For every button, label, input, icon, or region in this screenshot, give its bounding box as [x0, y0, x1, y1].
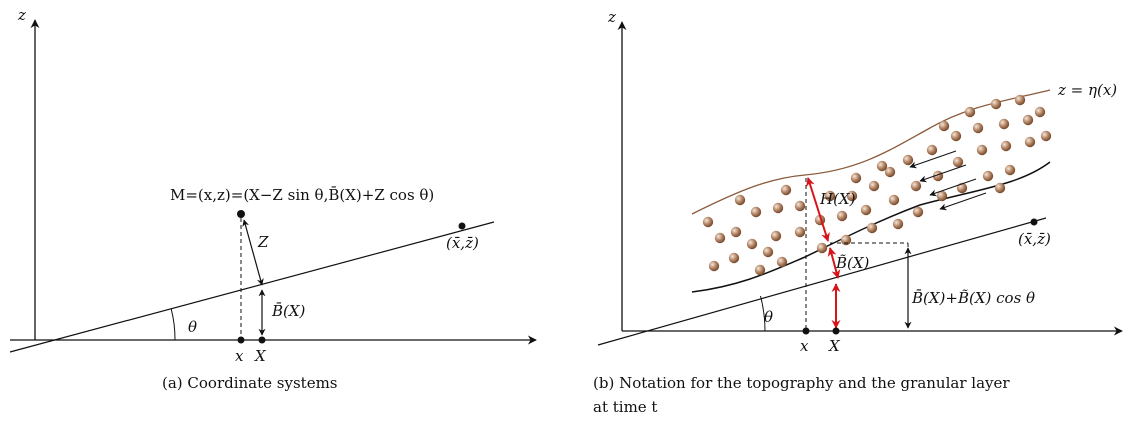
grain [950, 130, 962, 142]
grain [956, 182, 968, 194]
grain [998, 118, 1010, 130]
grain [1004, 164, 1016, 176]
point-M-label: M=(x,z)=(X−Z sin θ,B̄(X)+Z cos θ) [170, 186, 434, 204]
z-axis-label-b: z [607, 8, 616, 26]
sum-label: B̄(X)+B̃(X) cos θ [911, 289, 1035, 307]
grain [754, 264, 766, 276]
flow-arrow-3 [929, 178, 977, 197]
theta-label: θ [188, 318, 197, 336]
caption-a: (a) Coordinate systems [162, 374, 338, 392]
grain [876, 160, 888, 172]
theta-arc [170, 308, 176, 341]
grain [926, 144, 938, 156]
grain [910, 180, 922, 192]
grain [1000, 140, 1012, 152]
panel-a: z θ M=(x,z)=(X−Z sin θ,B̄(X)+Z cos θ) Z … [9, 6, 537, 392]
grain [912, 206, 924, 218]
grain [730, 226, 742, 238]
grain [840, 234, 852, 246]
X-label: X [254, 347, 267, 365]
grain [952, 156, 964, 168]
panel-b: z θ z = η(x) H(X) B̃(X) B̄(X) [593, 8, 1123, 416]
grain [1014, 94, 1026, 106]
grain-field [702, 94, 1052, 276]
H-arrow [806, 177, 830, 242]
Btilde-label: B̃(X) [835, 254, 870, 272]
point-X-b [832, 327, 840, 335]
theta-label-b: θ [764, 308, 773, 326]
free-surface-eta [691, 89, 1051, 215]
point-x [237, 336, 245, 344]
grain [702, 216, 714, 228]
grain [850, 172, 862, 184]
grain [746, 238, 758, 250]
grain [762, 246, 774, 258]
inclined-line [9, 221, 495, 353]
grain [776, 256, 788, 268]
grain [836, 210, 848, 222]
caption-b-line1: (b) Notation for the topography and the … [593, 374, 1010, 392]
grain [990, 98, 1002, 110]
grain [936, 190, 948, 202]
grain [1024, 136, 1036, 148]
grain [794, 200, 806, 212]
grain [1022, 114, 1034, 126]
xz-label: (x̄,z̄) [446, 234, 479, 252]
grain [868, 180, 880, 192]
flow-arrow-4 [939, 192, 987, 211]
grain [734, 194, 746, 206]
grain [1040, 130, 1052, 142]
eta-label: z = η(x) [1057, 81, 1117, 99]
z-axis-label: z [17, 6, 26, 24]
grain [888, 194, 900, 206]
point-xz [458, 222, 466, 230]
grain [866, 222, 878, 234]
X-label-b: X [828, 337, 841, 355]
grain [860, 204, 872, 216]
H-label: H(X) [819, 190, 856, 208]
grain [846, 190, 858, 202]
grain [1034, 106, 1046, 118]
grain [714, 232, 726, 244]
B-label: B̄(X) [271, 302, 306, 320]
grain [976, 144, 988, 156]
grain [750, 206, 762, 218]
grain [994, 182, 1006, 194]
grain [772, 202, 784, 214]
grain [816, 242, 828, 254]
point-M [237, 210, 245, 218]
grain [902, 154, 914, 166]
grain [972, 122, 984, 134]
flow-arrow-1 [909, 150, 957, 169]
grain [770, 230, 782, 242]
grain [982, 170, 994, 182]
grain [794, 226, 806, 238]
Z-label: Z [257, 233, 269, 251]
point-X [258, 336, 266, 344]
grain [728, 252, 740, 264]
grain [884, 166, 896, 178]
grain [708, 260, 720, 272]
xz-label-b: (x̄,z̄) [1018, 230, 1051, 248]
x-label-b: x [800, 337, 809, 355]
grain [780, 184, 792, 196]
grain [938, 120, 950, 132]
Btilde-arrow [827, 247, 841, 279]
Z-arrow [242, 219, 264, 286]
inclined-line-b [597, 217, 1047, 346]
flow-arrow-2 [919, 164, 967, 183]
point-xz-b [1030, 218, 1038, 226]
caption-b-line2: at time t [593, 398, 657, 416]
theta-arc-b [760, 295, 766, 332]
grain [964, 106, 976, 118]
point-x-b [802, 327, 810, 335]
grain [892, 218, 904, 230]
x-label: x [235, 347, 244, 365]
